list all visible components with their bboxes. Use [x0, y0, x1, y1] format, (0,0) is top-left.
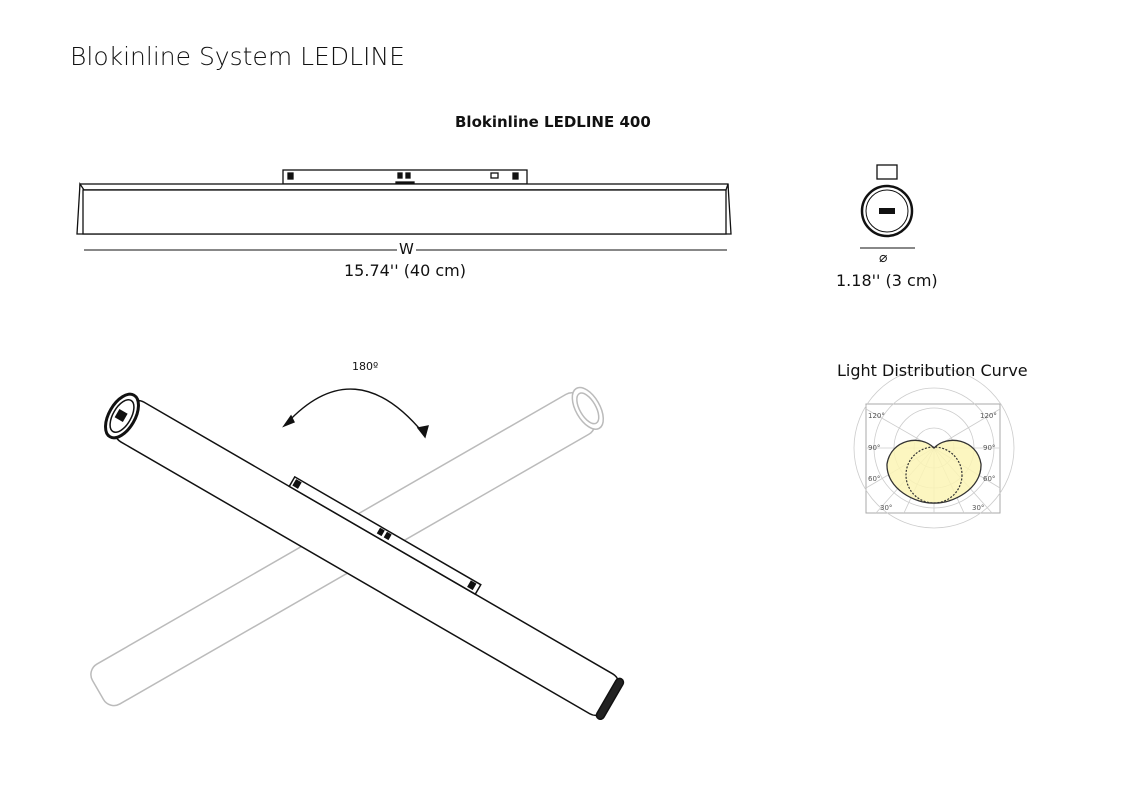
angle-label: 60°	[868, 475, 880, 483]
angle-label: 90°	[983, 444, 995, 452]
angle-label: 30°	[972, 504, 984, 512]
angle-label: 30°	[880, 504, 892, 512]
rotation-arrow	[282, 388, 429, 439]
product-name: Blokinline LEDLINE 400	[455, 113, 651, 131]
angle-label: 120°	[868, 412, 885, 420]
angle-label: 90°	[868, 444, 880, 452]
width-label: W	[397, 240, 416, 258]
diameter-value: 1.18'' (3 cm)	[836, 271, 938, 290]
light-curve-title: Light Distribution Curve	[837, 361, 1028, 380]
width-value: 15.74'' (40 cm)	[344, 261, 466, 280]
side-view	[76, 169, 732, 235]
angle-label: 120°	[980, 412, 997, 420]
page-title: Blokinline System LEDLINE	[70, 42, 405, 71]
end-view	[860, 164, 915, 249]
angle-label: 60°	[983, 475, 995, 483]
tube-perspective	[104, 392, 625, 721]
diameter-icon: ⌀	[879, 250, 888, 266]
rotation-label: 180º	[352, 360, 379, 373]
light-distribution-chart: 120° 120° 90° 90° 60° 60° 30° 30°	[853, 367, 1015, 529]
